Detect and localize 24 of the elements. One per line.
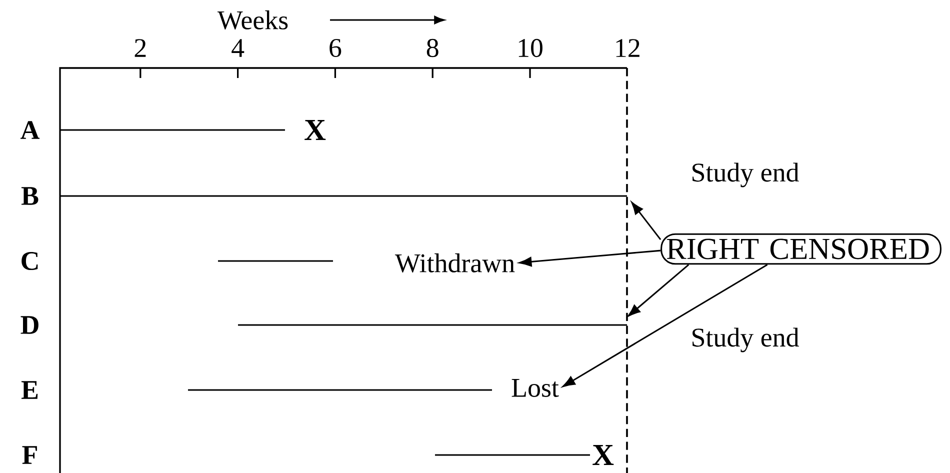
- arrow: [631, 202, 662, 240]
- axis-title: Weeks: [217, 10, 288, 30]
- tick-label: 4: [232, 39, 244, 57]
- row-label: F: [22, 446, 37, 464]
- arrow: [519, 250, 661, 266]
- row-label: B: [21, 187, 38, 205]
- tick-label: 10: [518, 38, 542, 58]
- tick-label: 8: [426, 38, 438, 58]
- callout-box: RIGHT CENSORED: [660, 233, 942, 265]
- tick-label: 12: [616, 39, 640, 57]
- row-label: A: [20, 121, 40, 139]
- event-mark: X: [592, 445, 614, 465]
- event-label: Lost: [510, 378, 560, 398]
- event-label: Withdrawn: [394, 252, 516, 274]
- row-label: E: [21, 381, 38, 399]
- row-label: D: [20, 316, 38, 334]
- note: Study end: [690, 326, 800, 354]
- note: Study end: [690, 162, 800, 188]
- arrow: [562, 264, 768, 388]
- event-mark: X: [304, 120, 326, 140]
- tick-label: 2: [134, 39, 146, 57]
- row-label: C: [22, 252, 38, 270]
- tick-label: 6: [330, 38, 342, 58]
- arrow: [628, 264, 690, 317]
